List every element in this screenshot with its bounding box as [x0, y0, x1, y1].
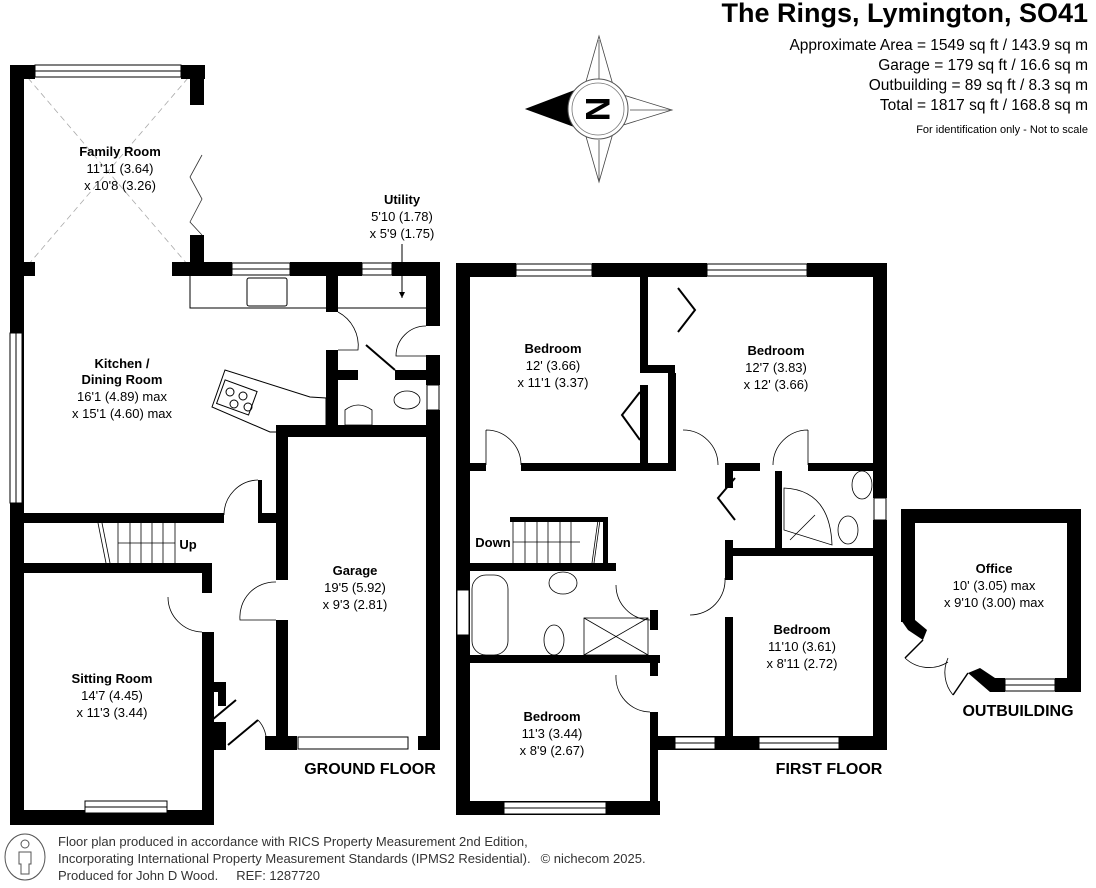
approximate-area: Approximate Area = 1549 sq ft / 143.9 sq…	[789, 37, 1088, 54]
room-dimension: x 12' (3.66)	[744, 377, 809, 392]
kitchen-units	[189, 276, 426, 433]
room-dimension: x 10'8 (3.26)	[84, 178, 156, 193]
room-name: Office	[976, 561, 1013, 576]
first-floor-doors	[485, 429, 809, 713]
room-dimension: x 11'3 (3.44)	[77, 705, 148, 720]
footer-line-1: Floor plan produced in accordance with R…	[58, 834, 528, 849]
total-area: Total = 1817 sq ft / 168.8 sq m	[879, 97, 1088, 114]
room-dimension: x 9'10 (3.00) max	[944, 595, 1045, 610]
room-dimension: 11'10 (3.61)	[768, 639, 836, 654]
room-dimension: 12'7 (3.83)	[745, 360, 807, 375]
ground-floor-doors	[167, 311, 427, 746]
bathroom-fittings	[471, 470, 873, 656]
wardrobe-doors	[620, 287, 736, 521]
garage-area: Garage = 179 sq ft / 16.6 sq m	[878, 57, 1088, 74]
first-floor-plan: Bedroom 12' (3.66) x 11'1 (3.37) Bedroom…	[456, 263, 887, 815]
room-dimension: x 8'9 (2.67)	[520, 743, 585, 758]
room-dimension: x 5'9 (1.75)	[370, 226, 435, 241]
room-name: Garage	[333, 563, 378, 578]
stairs-up	[97, 522, 176, 564]
ground-floor-walls	[10, 65, 440, 825]
room-name: Bedroom	[773, 622, 830, 637]
room-dimension: 14'7 (4.45)	[81, 688, 143, 703]
compass-letter: N	[578, 97, 616, 122]
room-name: Family Room	[79, 144, 161, 159]
area-summary: Approximate Area = 1549 sq ft / 143.9 sq…	[789, 36, 1088, 116]
wc-fittings	[344, 390, 421, 426]
floor-label: FIRST FLOOR	[776, 761, 883, 778]
sink-icon	[246, 277, 288, 307]
outbuilding-doors	[904, 639, 969, 696]
room-dimension: 5'10 (1.78)	[371, 209, 433, 224]
property-title: The Rings, Lymington, SO41	[721, 0, 1088, 28]
rics-person-icon	[4, 833, 46, 881]
ground-floor-windows	[9, 64, 440, 814]
outbuilding-plan: Office 10' (3.05) max x 9'10 (3.00) max …	[901, 509, 1081, 720]
compass-north-arrow-icon: N	[524, 34, 674, 184]
room-name: Bedroom	[747, 343, 804, 358]
copyright: © nichecom 2025.	[540, 851, 646, 866]
outbuilding-walls	[901, 509, 1081, 692]
ground-floor-plan: Family Room 11'11 (3.64) x 10'8 (3.26) U…	[9, 64, 440, 825]
footer-line-3: Produced for John D Wood.	[58, 868, 219, 883]
room-dimension: 10' (3.05) max	[953, 578, 1036, 593]
room-dimension: 11'3 (3.44)	[522, 726, 583, 741]
floor-label: GROUND FLOOR	[304, 761, 436, 778]
bifold-door-icon	[189, 154, 203, 236]
room-name: Bedroom	[524, 341, 581, 356]
room-name: Sitting Room	[72, 671, 153, 686]
room-name: Dining Room	[82, 372, 163, 387]
floor-label: OUTBUILDING	[962, 703, 1073, 720]
room-name: Kitchen /	[95, 356, 150, 371]
stairs-down	[512, 519, 601, 564]
room-dimension: 12' (3.66)	[526, 358, 581, 373]
room-dimension: 11'11 (3.64)	[86, 161, 153, 176]
footer-disclaimer: Floor plan produced in accordance with R…	[58, 833, 646, 884]
room-dimension: x 11'1 (3.37)	[518, 375, 589, 390]
first-floor-windows	[456, 263, 887, 815]
room-dimension: x 9'3 (2.81)	[323, 597, 388, 612]
room-dimension: 16'1 (4.89) max	[77, 389, 167, 404]
scale-disclaimer: For identification only - Not to scale	[916, 124, 1088, 136]
outbuilding-area: Outbuilding = 89 sq ft / 8.3 sq m	[868, 77, 1088, 94]
room-name: Bedroom	[523, 709, 580, 724]
reference-number: REF: 1287720	[236, 868, 321, 883]
room-name: Utility	[384, 192, 421, 207]
stairs-label: Down	[475, 535, 510, 550]
room-dimension: 19'5 (5.92)	[324, 580, 386, 595]
first-floor-walls	[456, 263, 887, 815]
footer-line-2: Incorporating International Property Mea…	[58, 851, 531, 866]
room-dimension: x 8'11 (2.72)	[767, 656, 838, 671]
room-dimension: x 15'1 (4.60) max	[72, 406, 173, 421]
hob-icon	[215, 379, 258, 416]
stairs-label: Up	[179, 537, 196, 552]
